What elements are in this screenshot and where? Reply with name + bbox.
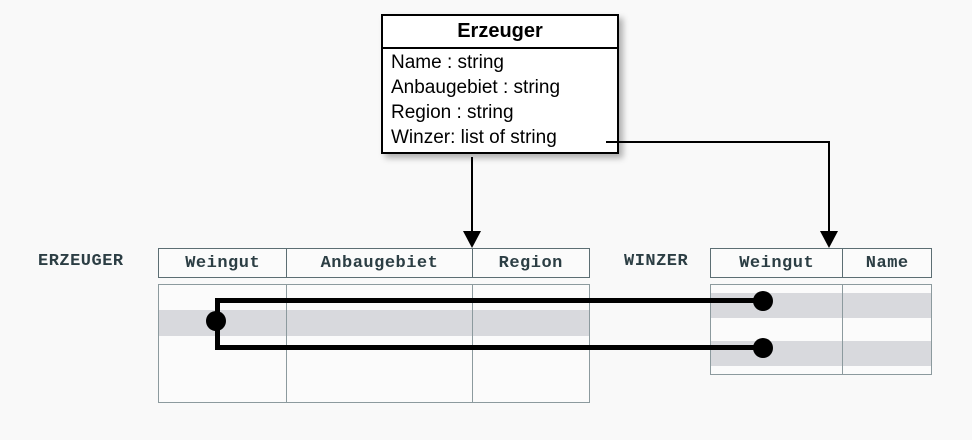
table-cell (711, 315, 844, 345)
fk-link-lower-horizontal (215, 345, 762, 350)
uml-attribute-region: Region : string (391, 102, 514, 123)
winzer-table-header: Weingut Name (710, 248, 932, 278)
table-cell (159, 314, 288, 344)
table-cell (711, 345, 844, 374)
uml-attribute-name: Name : string (391, 52, 504, 73)
table-row[interactable] (711, 345, 931, 374)
winzer-arrow-segment-vertical (828, 141, 830, 233)
erzeuger-arrow-head (463, 231, 481, 248)
relation-label-erzeuger: ERZEUGER (38, 252, 124, 271)
table-cell (159, 344, 288, 373)
uml-attribute-winzer: Winzer: list of string (391, 127, 557, 148)
table-cell (711, 285, 844, 315)
fk-dot-winzer-row3-weingut (753, 338, 773, 358)
uml-class-erzeuger: Erzeuger Name : string Anbaugebiet : str… (381, 14, 619, 154)
table-cell (843, 315, 931, 345)
table-cell (287, 314, 473, 344)
fk-link-upper-horizontal (215, 298, 762, 303)
winzer-arrow-head (820, 231, 838, 248)
erzeuger-arrow-stem (471, 157, 473, 233)
column-header-region: Region (498, 253, 563, 273)
table-cell (473, 373, 589, 402)
column-header-name: Name (865, 253, 909, 273)
table-cell (287, 344, 473, 373)
uml-class-title: Erzeuger (383, 16, 617, 49)
table-row[interactable] (711, 315, 931, 345)
column-header-weingut: Weingut (711, 249, 844, 277)
table-row[interactable] (159, 344, 589, 373)
table-cell (843, 285, 931, 315)
table-cell (159, 373, 288, 402)
uml-attribute-anbaugebiet: Anbaugebiet : string (391, 77, 561, 98)
column-header-weingut: Weingut (159, 249, 288, 277)
uml-attribute-list: Name : string Anbaugebiet : string Regio… (383, 49, 617, 152)
fk-dot-erzeuger-weingut (206, 311, 226, 331)
table-cell (473, 314, 589, 344)
winzer-arrow-segment-horizontal (606, 141, 830, 143)
table-row[interactable] (159, 314, 589, 344)
table-row[interactable] (159, 373, 589, 402)
table-cell (287, 373, 473, 402)
erzeuger-table-header: Weingut Anbaugebiet Region (158, 248, 590, 278)
relation-label-winzer: WINZER (624, 252, 689, 271)
column-header-anbaugebiet: Anbaugebiet (287, 249, 473, 277)
fk-dot-winzer-row1-weingut (753, 291, 773, 311)
table-row[interactable] (711, 285, 931, 315)
table-cell (843, 345, 931, 374)
